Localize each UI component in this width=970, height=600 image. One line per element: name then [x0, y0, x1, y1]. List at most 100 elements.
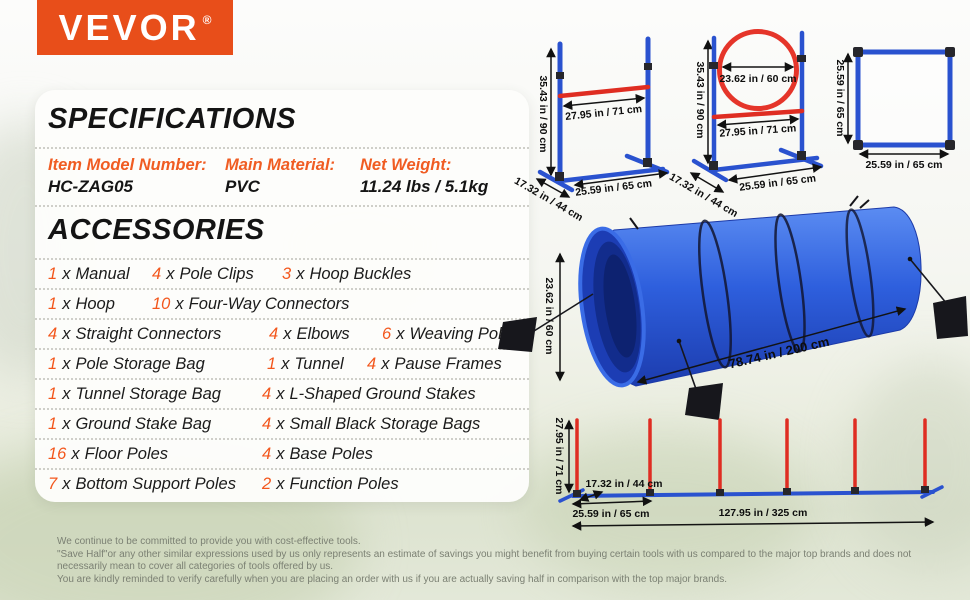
accessory-separator: x	[276, 444, 285, 463]
dim-arrow	[689, 172, 725, 193]
accessory-name: Manual	[75, 264, 130, 283]
tunnel-ring	[774, 213, 806, 353]
accessory-name: Pause Frames	[394, 354, 502, 373]
accessory-separator: x	[62, 294, 71, 313]
hurdle-diagram: 35.43 in / 90 cm 27.95 in / 71 cm 17.32 …	[512, 36, 670, 224]
accessory-separator: x	[276, 474, 285, 493]
accessory-qty: 4	[269, 324, 279, 343]
dim-arrow	[573, 169, 669, 189]
tunnel-tie	[629, 217, 639, 230]
pause-box-width-label: 25.59 in / 65 cm	[865, 159, 942, 171]
accessory-separator: x	[276, 384, 285, 403]
dim-arrow	[727, 163, 823, 184]
brand-name: VEVOR	[58, 6, 200, 48]
accessory-separator: x	[62, 474, 71, 493]
hoop-left-foot	[691, 158, 729, 183]
accessory-name: Hoop Buckles	[309, 264, 412, 283]
accessory-qty: 1	[267, 354, 277, 373]
accessory-qty: 4	[367, 354, 377, 373]
accessory-separator: x	[296, 264, 305, 283]
dim-arrow	[562, 93, 646, 111]
hurdle-left-foot	[537, 169, 575, 193]
spec-field-value: HC-ZAG05	[48, 177, 134, 196]
hurdle-bar-width-label: 27.95 in / 71 cm	[565, 103, 643, 123]
accessory-name: Hoop	[75, 294, 115, 313]
corner-elbow	[945, 140, 955, 150]
pause-box-frame	[855, 49, 953, 148]
tunnel-opening-rim	[578, 226, 646, 388]
accessory-name: Floor Poles	[84, 444, 169, 463]
accessory-name: Tunnel Storage Bag	[75, 384, 221, 403]
accessory-qty: 4	[262, 414, 272, 433]
accessory-qty: 4	[48, 324, 58, 343]
spec-field-model: Item Model Number: HC-ZAG05	[48, 156, 225, 205]
accessory-separator: x	[62, 354, 71, 373]
spec-field-weight: Net Weight: 11.24 lbs / 5.1kg	[360, 156, 488, 205]
string-knot	[676, 338, 682, 344]
accessory-name: Weaving Poles	[409, 324, 520, 343]
accessory-separator: x	[276, 414, 285, 433]
accessory-qty: 1	[48, 414, 58, 433]
dotted-divider	[35, 438, 529, 440]
accessory-separator: x	[166, 264, 175, 283]
accessory-separator: x	[62, 414, 71, 433]
string-knot	[907, 256, 913, 262]
spec-field-value: 11.24 lbs / 5.1kg	[360, 177, 489, 196]
pole-clip	[644, 63, 652, 70]
tunnel-opening-shadow	[603, 254, 637, 358]
hoop-height-label: 35.43 in / 90 cm	[694, 61, 706, 138]
accessory-qty: 6	[382, 324, 392, 343]
tunnel-body	[592, 206, 922, 387]
base-connector	[797, 151, 806, 160]
spec-field-label: Item Model Number:	[48, 156, 207, 174]
hoop-jump-diagram: 35.43 in / 90 cm 23.62 in / 60 cm 27.95 …	[667, 29, 824, 220]
accessory-name: L-Shaped Ground Stakes	[289, 384, 476, 403]
spec-card: SPECIFICATIONS Item Model Number: HC-ZAG…	[35, 90, 529, 502]
hoop-front-base	[711, 155, 820, 173]
hoop-buckle	[709, 62, 718, 69]
spec-field-label: Net Weight:	[360, 156, 452, 174]
accessory-name: Base Poles	[289, 444, 373, 463]
spec-field-material: Main Material: PVC	[225, 156, 360, 205]
hoop-base-width-label: 25.59 in / 65 cm	[739, 172, 817, 193]
accessory-qty: 10	[152, 294, 171, 313]
accessory-name: Straight Connectors	[75, 324, 222, 343]
hurdle-height-label: 35.43 in / 90 cm	[537, 75, 549, 152]
accessory-name: Small Black Storage Bags	[289, 414, 481, 433]
pause-box-diagram: 25.59 in / 65 cm 25.59 in / 65 cm	[834, 47, 955, 171]
accessory-qty: 7	[48, 474, 58, 493]
dotted-divider	[35, 378, 529, 380]
anchor-string	[909, 258, 948, 305]
hoop-diameter-label: 23.62 in / 60 cm	[719, 73, 796, 85]
disclaimer-line: You are kindly reminded to verify carefu…	[57, 574, 727, 586]
dotted-divider	[35, 258, 529, 260]
vevor-logo: VEVOR ®	[37, 0, 233, 55]
tunnel-opening-inner	[593, 241, 641, 373]
hoop-crossbar	[711, 108, 805, 120]
disclaimer-line: "Save Half"or any other similar expressi…	[57, 548, 912, 573]
accessory-qty: 1	[48, 384, 58, 403]
accessory-qty: 4	[262, 384, 272, 403]
corner-elbow	[853, 140, 863, 150]
hurdle-right-foot	[624, 153, 670, 175]
disclaimer-text: We continue to be committed to provide y…	[57, 536, 929, 587]
accessory-separator: x	[381, 354, 390, 373]
tunnel-tie	[859, 199, 870, 209]
